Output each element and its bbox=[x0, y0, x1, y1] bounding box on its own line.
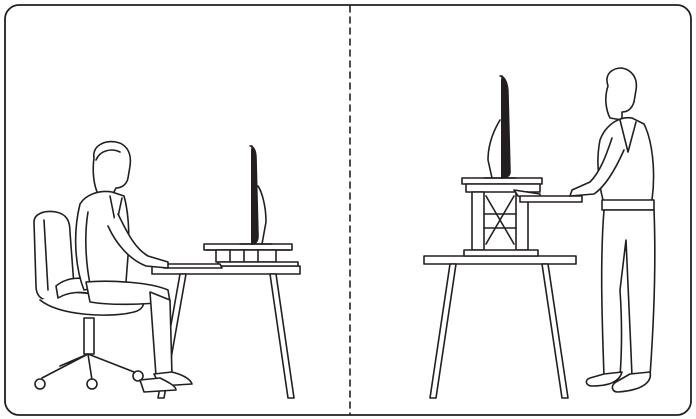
standing-person-icon bbox=[569, 67, 656, 393]
standing-monitor-icon bbox=[483, 75, 517, 179]
sitting-monitor-icon bbox=[239, 145, 273, 245]
outer-frame bbox=[4, 4, 692, 416]
standing-panel bbox=[423, 67, 656, 399]
sitting-person-icon bbox=[74, 140, 193, 393]
sitting-converter-icon bbox=[161, 243, 299, 269]
standing-desk-icon bbox=[423, 255, 577, 399]
standing-converter-icon bbox=[461, 177, 583, 257]
sitting-panel bbox=[33, 140, 301, 399]
